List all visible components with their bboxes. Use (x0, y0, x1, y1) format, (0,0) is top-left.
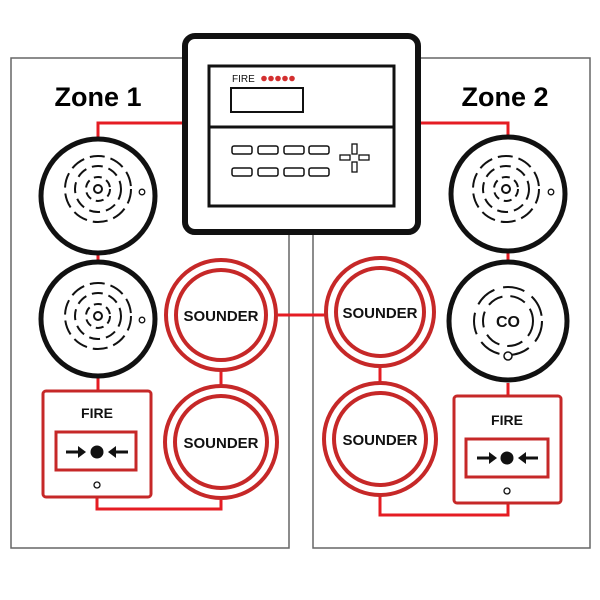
panel-key[interactable] (257, 167, 279, 177)
call-point-label: FIRE (491, 412, 523, 428)
panel-keypad (231, 145, 330, 177)
manual-call-point: FIRE (452, 394, 563, 505)
smoke-detector-icon (472, 155, 540, 223)
nav-down-key[interactable] (351, 161, 358, 173)
zone-1-title: Zone 1 (54, 82, 141, 112)
panel-leds (261, 75, 295, 82)
panel-key[interactable] (308, 145, 330, 155)
panel-fire-label: FIRE (232, 74, 255, 85)
panel-led (275, 75, 281, 82)
smoke-detector (448, 134, 568, 254)
panel-key[interactable] (283, 167, 305, 177)
panel-key[interactable] (231, 167, 253, 177)
co-label: CO (496, 314, 520, 331)
detector-led (138, 316, 146, 324)
panel-led (261, 75, 267, 82)
panel-key[interactable] (231, 145, 253, 155)
panel-led (268, 75, 274, 82)
call-point-key-hole (503, 487, 511, 495)
manual-call-point: FIRE (41, 389, 153, 499)
panel-navigation-pad[interactable] (339, 143, 370, 173)
smoke-detector (38, 136, 158, 256)
nav-left-key[interactable] (339, 154, 351, 161)
panel-key[interactable] (308, 167, 330, 177)
smoke-detector (38, 259, 158, 379)
panel-key[interactable] (257, 145, 279, 155)
wiring (95, 121, 510, 517)
control-panel: FIRE (182, 33, 421, 235)
sounder-label: SOUNDER (183, 308, 258, 325)
smoke-detector-icon (64, 155, 132, 223)
co-detector: CO (446, 259, 570, 383)
panel-led (282, 75, 288, 82)
call-point-key-hole (93, 481, 101, 489)
sounder-label: SOUNDER (183, 435, 258, 452)
panel-display (230, 87, 304, 113)
zone-2-title: Zone 2 (461, 82, 548, 112)
co-detector-rings (473, 286, 543, 356)
panel-key[interactable] (283, 145, 305, 155)
sounder: SOUNDER (163, 384, 279, 500)
sounder-label: SOUNDER (342, 305, 417, 322)
arrow-dot-arrow-icon (477, 451, 538, 465)
arrow-dot-arrow-icon (66, 445, 128, 459)
sounder: SOUNDER (164, 258, 278, 372)
smoke-detector-icon (64, 282, 132, 350)
nav-right-key[interactable] (358, 154, 370, 161)
detector-led (547, 188, 555, 196)
sounder: SOUNDER (322, 381, 438, 497)
nav-up-key[interactable] (351, 143, 358, 155)
call-point-label: FIRE (81, 405, 113, 421)
detector-led (138, 188, 146, 196)
detector-led (503, 351, 513, 361)
sounder: SOUNDER (324, 256, 436, 368)
sounder-label: SOUNDER (342, 432, 417, 449)
panel-led (289, 75, 295, 82)
